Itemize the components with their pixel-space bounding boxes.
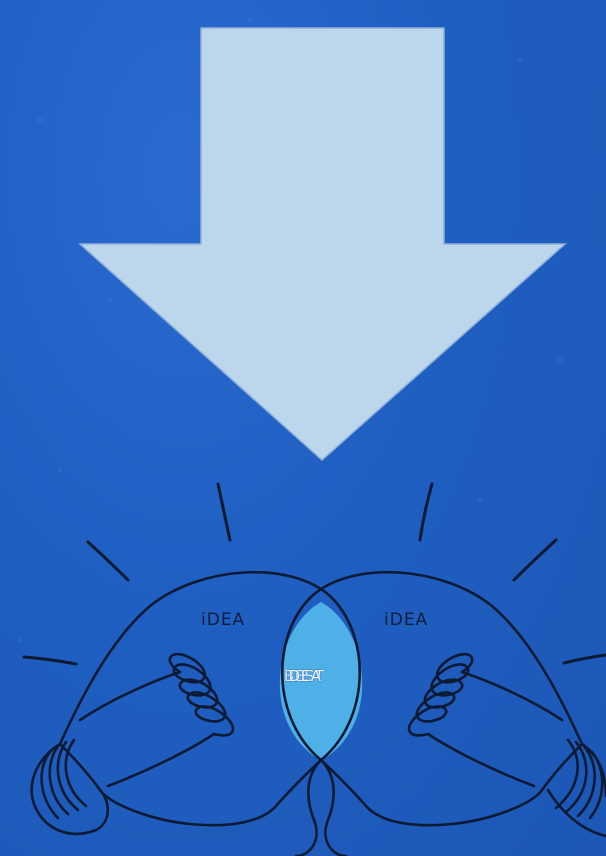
best-idea-line2: iDEA — [284, 668, 321, 685]
left-bulb-label: iDEA — [201, 610, 245, 630]
right-bulb-label: iDEA — [384, 610, 428, 630]
ray-left-low — [24, 657, 76, 664]
down-arrow-icon — [80, 28, 565, 460]
ray-left-side — [88, 542, 128, 580]
ray-right-low — [564, 655, 606, 663]
ray-right-top — [420, 484, 432, 540]
ray-right-side — [514, 540, 556, 580]
ray-left-top — [218, 484, 230, 540]
